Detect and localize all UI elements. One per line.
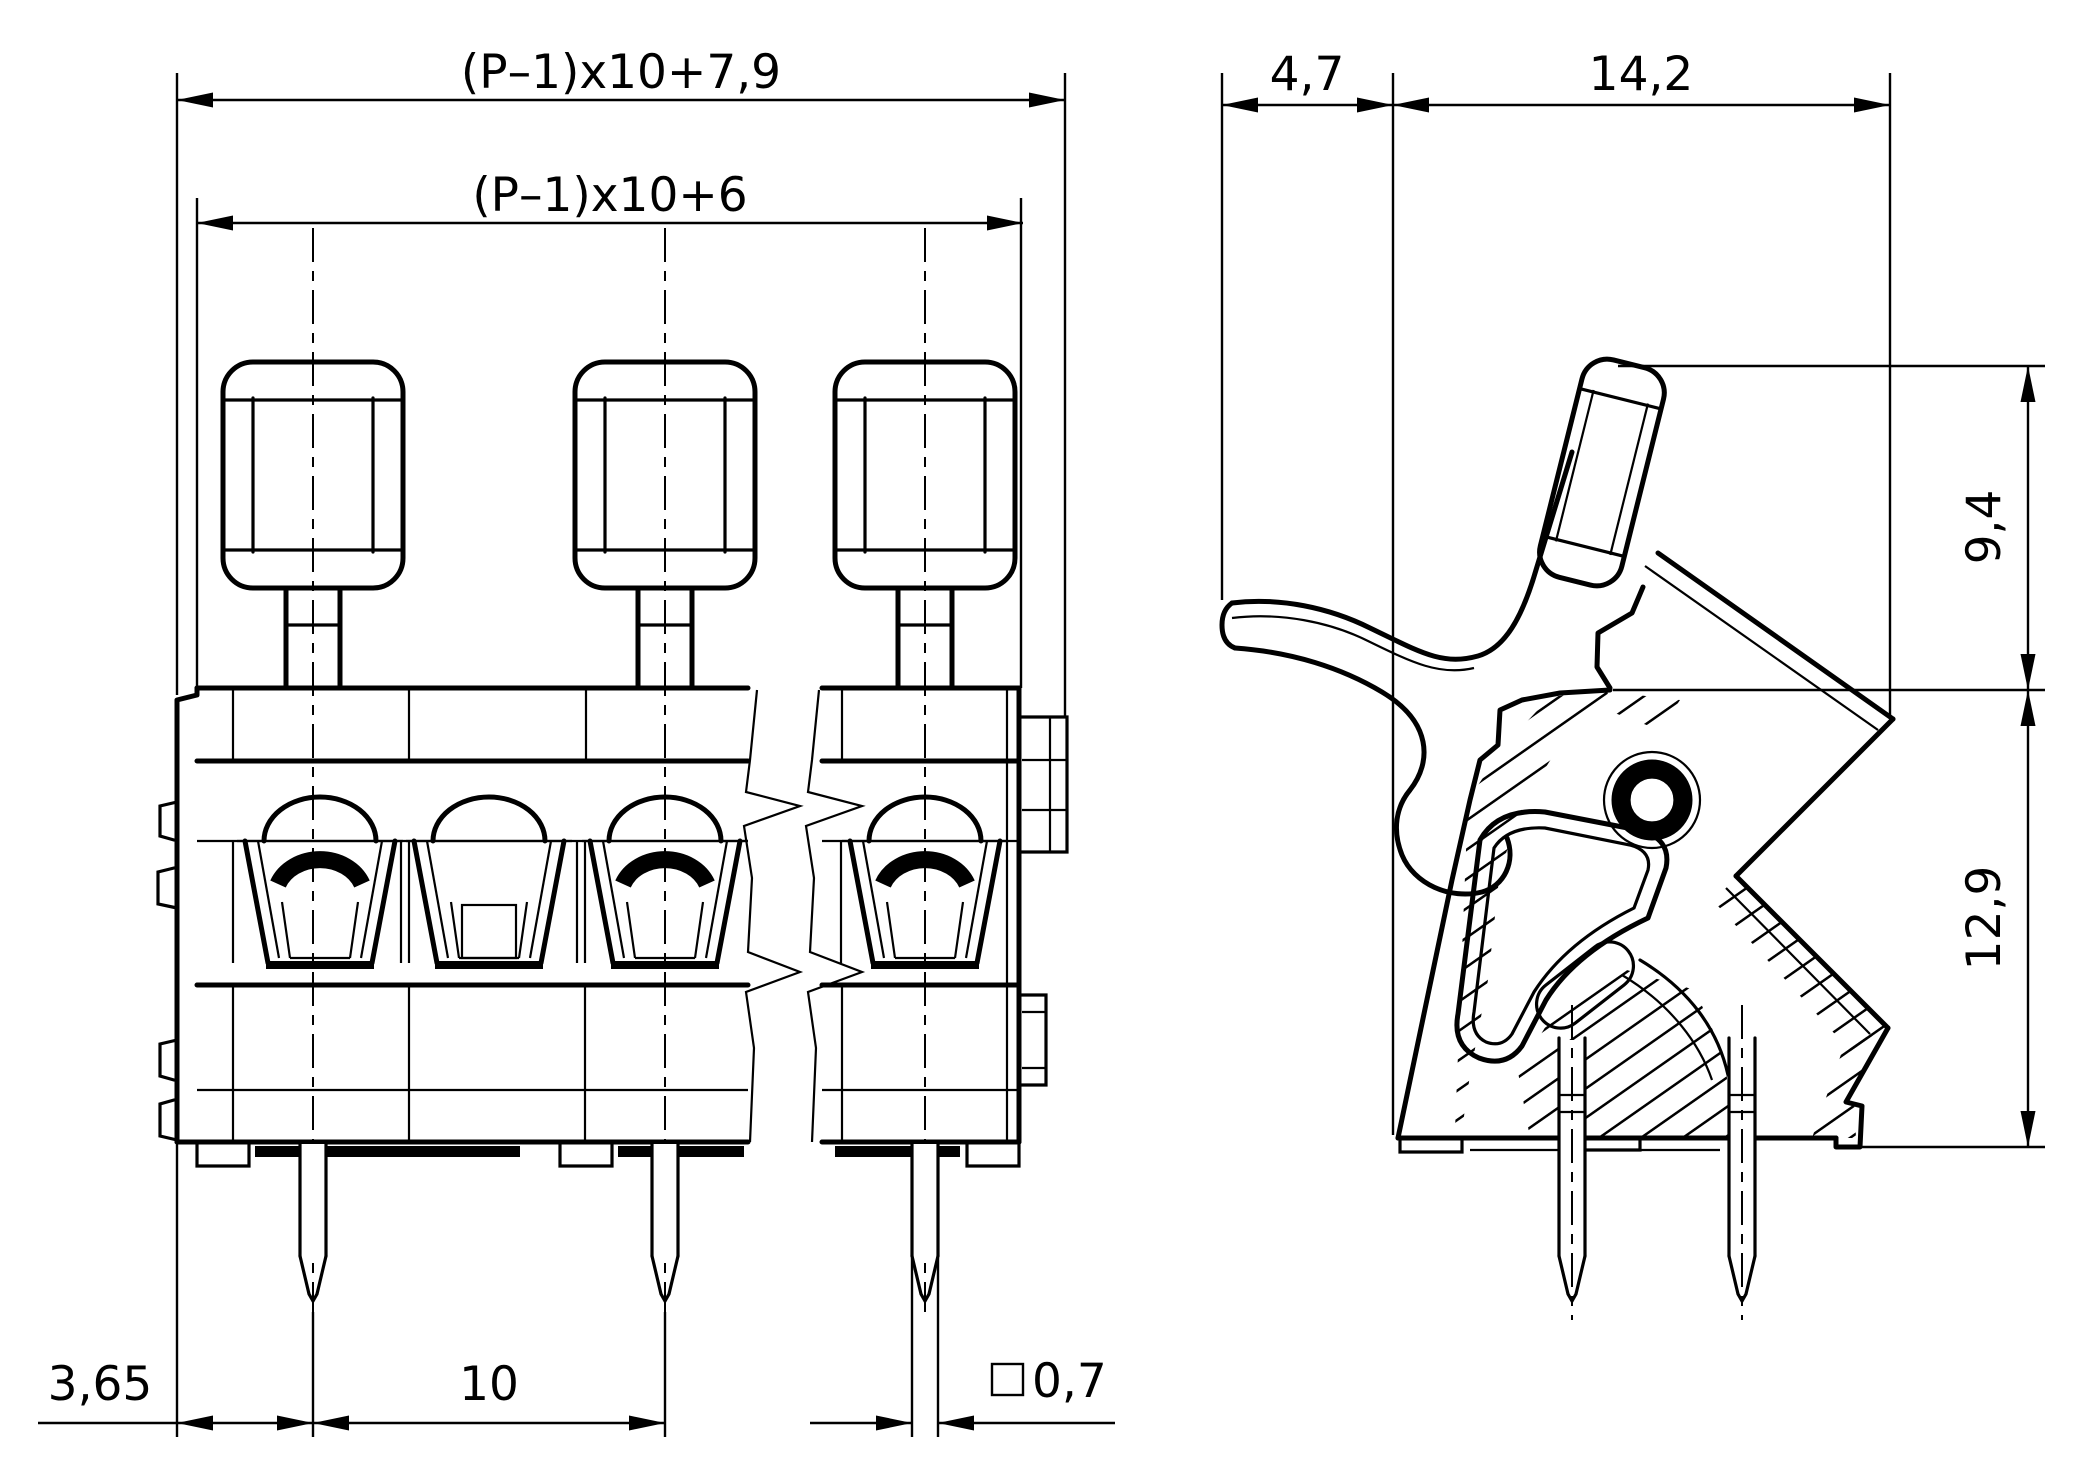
- wire-entry-1: [237, 797, 403, 965]
- wire-entry-2: [406, 797, 572, 965]
- dimension-lines: [38, 98, 2030, 1425]
- dim-edge-to-pin-label: 3,65: [48, 1357, 153, 1412]
- release-lever: [1219, 449, 1575, 897]
- dim-pin-cross-section-label: 0,7: [1032, 1354, 1107, 1409]
- dim-overall-width-label: (P–1)x10+7,9: [461, 45, 781, 100]
- right-edge-tabs: [1017, 715, 1069, 1087]
- dim-height-above-label: 9,4: [1957, 490, 2012, 565]
- dim-inner-width-label: (P–1)x10+6: [472, 168, 747, 223]
- dim-front-overhang-label: 4,7: [1270, 47, 1345, 102]
- dimension-annotations: (P–1)x10+7,9 (P–1)x10+6 4,7 14,2 9,4 12,…: [38, 45, 2045, 1437]
- base-feet: [195, 1140, 1021, 1168]
- side-push-button: [1537, 356, 1667, 589]
- housing-outline: [174, 685, 1022, 1145]
- break-lines: [742, 688, 864, 1144]
- pivot-circle: [1602, 750, 1702, 850]
- square-symbol: [990, 1362, 1025, 1397]
- cell-dividers: [231, 688, 844, 1142]
- clamp-spring: [1454, 809, 1730, 1081]
- pole-centerlines: [312, 228, 926, 1312]
- side-body-outline: [1395, 550, 1896, 1154]
- solder-pin-3: [910, 1140, 940, 1303]
- dim-pin-pitch-label: 10: [459, 1357, 519, 1412]
- dim-pin-cross-section: 0,7: [990, 1354, 1107, 1409]
- dim-housing-depth-label: 14,2: [1589, 47, 1694, 102]
- front-view: [156, 228, 1069, 1312]
- side-solder-pins: [1557, 1005, 1757, 1320]
- left-edge-notches: [156, 800, 179, 1142]
- dim-height-body-label: 12,9: [1957, 866, 2012, 971]
- solder-pin-1: [298, 1140, 328, 1303]
- side-view: [1219, 356, 1896, 1320]
- solder-pin-2: [650, 1140, 680, 1303]
- extension-lines: [175, 73, 2045, 1437]
